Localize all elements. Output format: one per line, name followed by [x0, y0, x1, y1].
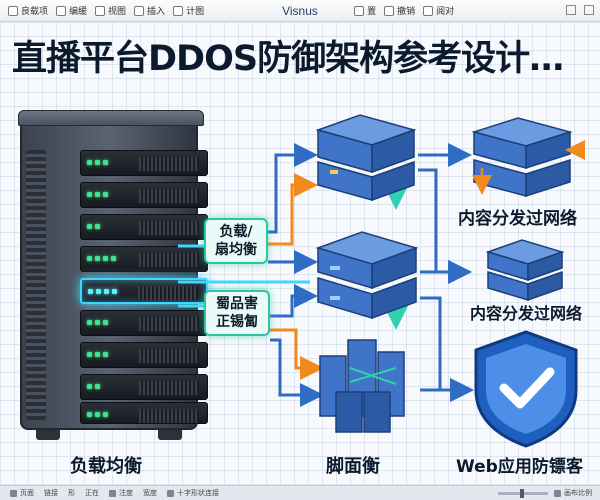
review-icon	[423, 5, 434, 16]
rack-caption: 负载均衡	[70, 456, 142, 477]
rack-unit	[80, 246, 208, 272]
waf-caption: Web应用防镖客	[456, 457, 583, 477]
page-title: 直播平台DDOS防御架构参考设计…	[12, 39, 564, 79]
rack-top	[18, 110, 204, 126]
zoom-icon	[109, 489, 116, 497]
zoom-control: 画布比例	[498, 488, 592, 498]
insert-icon	[134, 5, 145, 16]
app-title: Visnus	[282, 4, 318, 18]
status-bar: 页面 链接 形 正在 注度 宽度 十字形状连接 画布比例	[0, 485, 600, 500]
rack-unit-active	[80, 278, 208, 304]
settings-icon	[354, 5, 365, 16]
load-balancer-label: 负载/ 扇均衡	[204, 218, 268, 264]
window-controls	[566, 5, 594, 15]
view-icon	[95, 5, 106, 16]
fit-page-icon[interactable]	[554, 489, 561, 497]
server-rack	[18, 110, 208, 440]
rack-unit	[80, 150, 208, 176]
zoom-slider[interactable]	[498, 488, 548, 498]
toolbar-item-settings[interactable]: 置	[354, 4, 376, 17]
status-item[interactable]: 宽度	[143, 489, 157, 497]
toolbar-item-file[interactable]: 良载项	[8, 4, 48, 17]
toolbar-item-chart[interactable]: 计图	[173, 4, 204, 17]
rack-unit	[80, 374, 208, 400]
minimize-icon[interactable]	[566, 5, 576, 15]
rack-unit	[80, 214, 208, 240]
cdn-top-caption: 内容分发过网络	[458, 209, 577, 229]
status-item[interactable]: 页面	[10, 488, 34, 498]
cdn-mid-caption: 内容分发过网络	[470, 304, 583, 323]
page-icon	[10, 489, 17, 497]
toolbar-item-insert[interactable]: 插入	[134, 4, 165, 17]
close-icon[interactable]	[584, 5, 594, 15]
file-icon	[8, 5, 18, 16]
rack-unit	[80, 310, 208, 336]
status-item[interactable]: 链接	[44, 489, 58, 497]
rack-unit	[80, 182, 208, 208]
edit-icon	[56, 5, 67, 16]
rack-unit	[80, 342, 208, 368]
traffic-cleaning-label: 蜀品害 正锡匐	[204, 290, 270, 336]
cluster-caption: 脚面衡	[326, 456, 380, 477]
connector-icon	[167, 489, 174, 497]
status-item[interactable]: 正在	[85, 489, 99, 497]
status-item[interactable]: 注度	[109, 488, 133, 498]
rack-unit	[80, 402, 208, 424]
toolbar-item-review[interactable]: 阅对	[423, 4, 454, 17]
status-item[interactable]: 十字形状连接	[167, 488, 219, 498]
toolbar-item-edit[interactable]: 编缓	[56, 4, 87, 17]
toolbar-item-view[interactable]: 视图	[95, 4, 126, 17]
rack-foot	[158, 430, 182, 440]
top-toolbar: 良载项 编缓 视图 插入 计图 Visnus 置 撤销 阅对	[0, 0, 600, 22]
toolbar-item-undo[interactable]: 撤销	[384, 4, 415, 17]
status-item[interactable]: 形	[68, 489, 75, 497]
undo-icon	[384, 5, 395, 16]
rack-foot	[36, 430, 60, 440]
chart-icon	[173, 5, 184, 16]
rack-side-panel	[26, 150, 46, 420]
